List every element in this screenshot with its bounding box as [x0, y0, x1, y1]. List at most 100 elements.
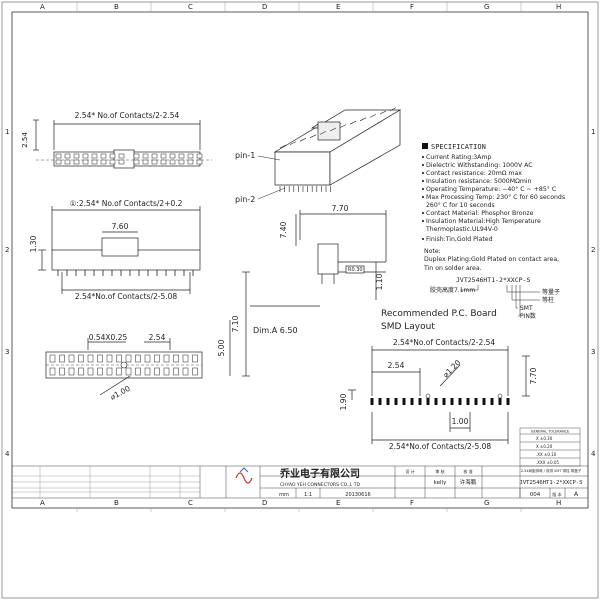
pin-pad: [55, 159, 62, 165]
pin-pad: [160, 159, 167, 165]
date-value: 20130616: [345, 492, 370, 498]
side-dim-a: Dim.A 6.50: [253, 326, 298, 335]
bottom-pin: [192, 367, 198, 376]
tolerance-row: .XX ±0.10: [536, 452, 557, 457]
iso-pin-top: [339, 124, 347, 128]
front-view-pins: [57, 270, 194, 276]
bottom-pin: [154, 367, 160, 376]
pcb-pad: [498, 398, 502, 405]
company-name-en: CHYAO YEH CONNECTORS CO.,L TD: [280, 482, 360, 488]
iso-pin-top: [389, 107, 397, 111]
pin-pad: [118, 153, 125, 159]
side-tag: R0.30: [348, 267, 363, 273]
spec-bullets: [422, 156, 424, 240]
spec-line: 260° C for 10 seconds: [426, 201, 495, 209]
pin-pad: [64, 153, 71, 159]
pcb-pad: [378, 398, 382, 405]
front-bottom-dim: 2.54*No.of Contacts/2-5.08: [75, 292, 178, 301]
pcb-hole: [497, 393, 503, 399]
bottom-pin: [192, 354, 198, 363]
drawer-name: kelly: [434, 480, 447, 486]
col-label: B: [114, 3, 119, 11]
note-line: Tin on solder area.: [423, 265, 482, 272]
part-label-height: 胶壳高度7.1mm: [430, 286, 475, 294]
pin-pad: [151, 159, 158, 165]
row-label-right: 1: [591, 128, 595, 136]
title-part-number: JVT2546HT1-2*XXCP-S: [520, 480, 583, 486]
spec-line: Max Processing Temp: 230° C for 60 secon…: [426, 193, 565, 201]
pin-pad: [55, 153, 62, 159]
col-label: H: [556, 3, 561, 11]
spec-line: Current Rating:3Amp: [426, 154, 491, 161]
pcb-title-line1: Recommended P.C. Board: [381, 309, 497, 319]
pin-pad: [64, 159, 71, 165]
note-line: Duplex Plating:Gold Plated on contact ar…: [424, 256, 559, 263]
tolerance-row: .XXX ±0.05: [536, 460, 559, 465]
bottom-pin: [182, 367, 189, 376]
rev-label: 版 本: [552, 491, 561, 497]
pin-pad: [178, 153, 185, 159]
pin-pad: [109, 153, 116, 159]
spec-line: Dielectric Withstanding: 1000V AC: [426, 162, 533, 169]
bottom-pitch-dim: 0.54X0.25: [89, 333, 128, 342]
rev-value: A: [574, 491, 579, 498]
col-label: C: [188, 3, 193, 11]
col-label: D: [262, 3, 267, 11]
bottom-pin: [59, 367, 65, 376]
bottom-pin: [97, 354, 103, 363]
bottom-pin: [125, 367, 132, 376]
pcb-left-dim: 1.90: [339, 393, 348, 410]
row-label: 1: [5, 128, 9, 136]
part-label-rows: 等柱: [542, 296, 554, 304]
pcb-title-line2: SMD Layout: [381, 322, 435, 332]
side-height: 7.40: [279, 221, 288, 238]
row-label-right: 2: [591, 246, 595, 254]
bottom-pin: [68, 354, 75, 363]
top-view-pins: [55, 153, 203, 165]
front-view: [38, 206, 201, 294]
approver-name: 许海鹏: [460, 478, 477, 486]
spec-line: Contact resistance: 20mΩ max: [426, 170, 522, 177]
bottom-pin: [163, 367, 170, 376]
front-height: 1.30: [29, 235, 38, 252]
pcb-pad: [386, 398, 390, 405]
pcb-pad: [482, 398, 486, 405]
pcb-pad: [394, 398, 398, 405]
pcb-bottom-dim: 2.54*No.of Contacts/2-5.08: [389, 442, 492, 451]
bottom-pin: [154, 354, 160, 363]
bottom-pin: [106, 367, 113, 376]
company-name-cn: 乔业电子有限公司: [279, 467, 360, 480]
pcb-pad: [426, 398, 430, 405]
part-label-pin: PIN数: [520, 312, 536, 320]
column-labels: A B C D E F G H A B C D E F G H: [40, 3, 561, 507]
locating-post: [120, 361, 128, 369]
iso-pin-top: [279, 144, 287, 149]
bottom-pin: [87, 367, 94, 376]
iso-pin-top: [329, 127, 337, 132]
part-label-pin-count: 等量子: [542, 288, 560, 296]
col-label-bottom: F: [410, 499, 414, 507]
pin-pad: [100, 159, 107, 165]
row-label: 2: [5, 246, 9, 254]
bottom-pin: [173, 354, 179, 363]
bottom-pin: [106, 354, 113, 363]
front-width-dim: ①:2.54* No.of Contacts/2+0.2: [70, 199, 183, 208]
bottom-pin: [125, 354, 132, 363]
pcb-pad: [506, 398, 510, 405]
pin-pad: [196, 153, 203, 159]
tolerance-box: [519, 427, 581, 467]
spec-line: Contact Material: Phosphor Bronze: [426, 210, 534, 217]
col-label-bottom: D: [262, 499, 267, 507]
iso-pin-top: [349, 120, 357, 125]
pin-pad: [196, 159, 203, 165]
col-label: A: [40, 3, 45, 11]
spec-lines: Current Rating:3Amp Dielectric Withstand…: [423, 154, 565, 272]
sheet-value: 004: [530, 492, 541, 498]
side-pcb-dim: 1.10: [375, 273, 384, 290]
col-label: F: [410, 3, 414, 11]
col-label: E: [336, 3, 340, 11]
pcb-pad: [370, 398, 374, 405]
approve-label: 核 准: [463, 468, 472, 474]
bottom-pin: [87, 354, 94, 363]
